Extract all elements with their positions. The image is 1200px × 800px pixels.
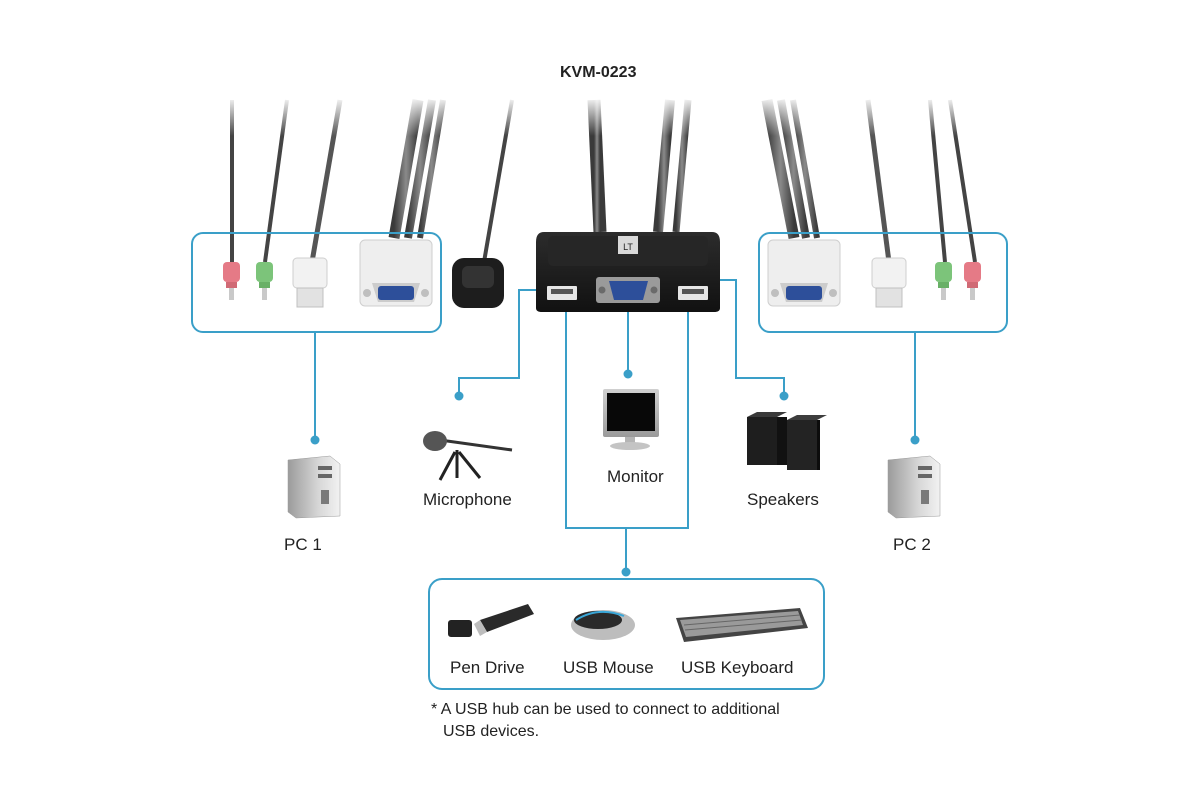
label-speakers: Speakers (747, 490, 819, 509)
microphone-icon (423, 431, 513, 481)
remote-switch-button (452, 258, 504, 308)
monitor-icon (603, 389, 659, 450)
diagram-title: KVM-0223 (560, 64, 637, 81)
usb-devices-box (428, 578, 825, 690)
usb-mouse-icon (571, 610, 635, 640)
footnote-line-2: USB devices. (443, 723, 540, 740)
pc1-connector-box (191, 232, 442, 333)
label-monitor: Monitor (607, 467, 664, 486)
usb-keyboard-icon (676, 608, 808, 642)
label-pc2: PC 2 (893, 535, 931, 554)
pc1-connectors (223, 239, 433, 308)
cables (200, 96, 1000, 263)
label-pen-drive: Pen Drive (450, 658, 525, 677)
pc2-connector-box (758, 232, 1008, 333)
speakers-icon (747, 412, 827, 470)
pc2-tower-icon (887, 455, 941, 519)
label-usb-keyboard: USB Keyboard (681, 658, 794, 677)
pc2-connectors (767, 239, 981, 308)
label-microphone: Microphone (423, 490, 512, 509)
usb-hub-footnote: * A USB hub can be used to connect to ad… (431, 699, 811, 743)
pen-drive-icon (448, 604, 534, 637)
footnote-line-1: * A USB hub can be used to connect to ad… (431, 701, 780, 718)
svg-text:LT: LT (623, 242, 633, 252)
pc1-tower-icon (287, 455, 341, 519)
label-usb-mouse: USB Mouse (563, 658, 654, 677)
kvm-switch-device: LT (536, 232, 720, 312)
connector-dots (310, 369, 920, 577)
label-pc1: PC 1 (284, 535, 322, 554)
connector-lines (314, 279, 916, 572)
